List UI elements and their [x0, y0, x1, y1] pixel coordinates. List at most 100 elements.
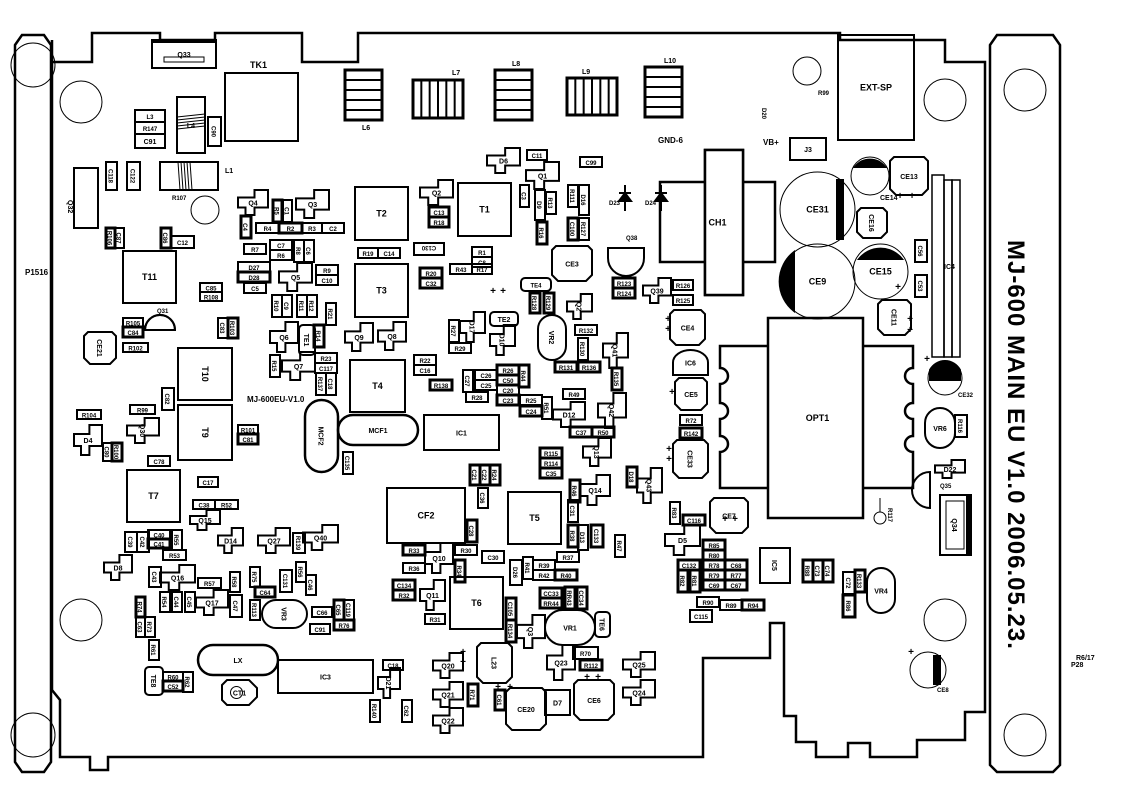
component-ref-label: C82: [163, 393, 169, 405]
component-resistor: [454, 544, 478, 556]
component-ref-label: R54: [160, 596, 166, 608]
component-ref-label: R139: [294, 536, 300, 551]
component-ref-label: C16: [419, 369, 431, 375]
polarity-plus-icon: +: [460, 647, 466, 658]
component-transistor: [432, 652, 464, 679]
component-ref-label: R61: [149, 644, 155, 656]
component-capacitor: [505, 687, 547, 731]
component-ref-label: C24: [525, 410, 537, 416]
component-capacitor: [170, 235, 195, 249]
component-ref-label: D23: [609, 201, 621, 207]
component-ref-label: RR44: [543, 602, 559, 608]
component-transistor: [424, 542, 454, 574]
component-capacitor: [723, 578, 749, 592]
polarity-plus-icon: +: [897, 191, 903, 202]
mount-hole: [792, 56, 822, 86]
component-ref-label: Q14: [588, 488, 601, 495]
component-capacitor: [121, 325, 145, 339]
component-ref-label: C130: [421, 244, 436, 250]
component-potentiometer: [537, 314, 567, 361]
component-resistor: [578, 217, 590, 241]
component-ref-label: CE21: [95, 339, 102, 357]
component-capacitor: [377, 247, 401, 259]
component-ref-label: T11: [142, 272, 157, 282]
component-ref-label: R18: [433, 221, 445, 227]
component-ref-label: C115: [694, 615, 709, 621]
component-resistor: [678, 426, 704, 440]
component-capacitor: [114, 227, 125, 249]
component-potentiometer: [866, 567, 896, 614]
component-ref-label: R75: [250, 571, 256, 583]
component-capacitor: [197, 476, 219, 488]
component-ref-label: C22: [480, 469, 486, 481]
component-ref-label: C118: [107, 169, 113, 184]
component-ref-label: R127: [579, 222, 585, 237]
component-ref-label: R137: [316, 377, 322, 392]
mount-hole: [10, 42, 56, 88]
polarity-plus-icon: +: [909, 191, 915, 202]
component-ref-label: C87: [115, 232, 121, 244]
component-ref-label: C74: [823, 565, 829, 577]
component-ref-label: C7: [277, 244, 285, 250]
component-transformer: [177, 404, 233, 461]
component-ref-label: Q5: [291, 275, 300, 282]
component-ref-label: Q17: [205, 601, 218, 608]
component-resistor: [688, 568, 702, 594]
component-ref-label: R47: [615, 540, 621, 552]
component-capacitor: [321, 222, 345, 234]
component-ref-label: R86: [844, 600, 850, 612]
component-ref-label: R76: [338, 624, 350, 630]
corner-label-b: P28: [1071, 662, 1084, 669]
component-capacitor: [709, 497, 749, 534]
component-ref-label: R135: [612, 372, 618, 387]
component-capacitor: [253, 585, 277, 599]
component-ref-label: C1: [283, 207, 289, 215]
component-ref-label: R136: [582, 366, 597, 372]
component-ref-label: R29: [454, 347, 466, 353]
polarity-plus-icon: +: [907, 325, 913, 336]
component-ref-label: Q3: [526, 627, 533, 636]
component-transistor: [189, 509, 221, 531]
component-ref-label: R40: [560, 574, 572, 580]
component-ref-label: D16: [579, 194, 585, 206]
component-ref-label: C25: [480, 384, 492, 390]
component-ref-label: R27: [449, 325, 455, 337]
component-ref-label: RR43: [565, 590, 571, 606]
component-capacitor: [207, 116, 222, 147]
component-ref-label: Q10: [432, 556, 445, 563]
component-ref-label: C50: [502, 379, 514, 385]
component-ref-label: IC1: [456, 431, 467, 438]
component-ref-label: TE4: [530, 284, 542, 290]
component-capacitor: [672, 439, 709, 479]
component-ref-label: C40: [153, 534, 165, 540]
component-ref-label: R53: [169, 554, 181, 560]
component-ref-label: T6: [471, 598, 482, 608]
component-ref-label: C32: [425, 282, 437, 288]
component-ref-label: R82: [678, 575, 684, 587]
polarity-plus-icon: +: [460, 657, 466, 668]
component-resistor: [306, 294, 318, 318]
polarity-plus-icon: +: [732, 514, 738, 525]
gnd-label: GND-6: [658, 136, 683, 145]
component-capacitor: [551, 245, 593, 282]
component-diode: [577, 524, 589, 551]
component-resistor: [226, 316, 240, 340]
component-ref-label: C53: [916, 280, 922, 292]
component-ref-label: C20: [502, 389, 514, 395]
component-ref-label: C131: [281, 574, 287, 589]
component-ref-label: R88: [803, 565, 809, 577]
component-resistor: [538, 596, 564, 610]
component-resistor: [401, 543, 427, 557]
component-ref-label: D26: [511, 567, 517, 579]
component-transformer: [224, 72, 299, 142]
component-capacitor: [325, 372, 337, 396]
component-transistor: [295, 189, 330, 219]
component-filter: [336, 413, 420, 447]
component-capacitor: [579, 156, 603, 168]
component-ref-label: IC3: [320, 675, 331, 682]
component-ref-label: L23: [490, 657, 497, 669]
component-ref-label: MCF2: [317, 426, 324, 445]
component-ref-label: R22: [419, 359, 431, 365]
component-ref-label: CE7: [722, 514, 736, 521]
